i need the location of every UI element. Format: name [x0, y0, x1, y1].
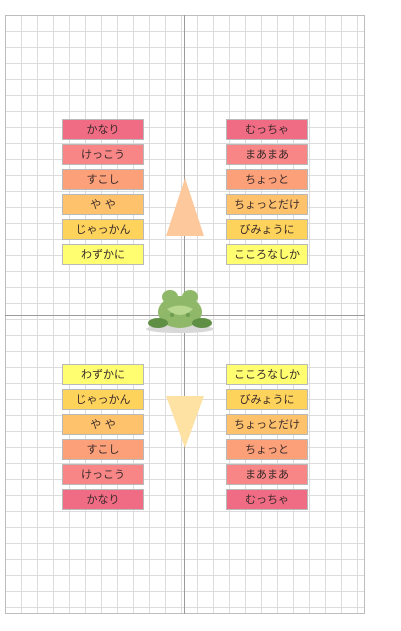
frog-leg-left — [148, 318, 168, 328]
bl-level-5[interactable]: けっこう — [62, 464, 144, 485]
tl-level-2[interactable]: けっこう — [62, 144, 144, 165]
frog-icon[interactable] — [139, 285, 221, 335]
br-level-4[interactable]: ちょっと — [226, 439, 308, 460]
tr-level-2[interactable]: まあまあ — [226, 144, 308, 165]
br-level-5[interactable]: まあまあ — [226, 464, 308, 485]
bl-level-2[interactable]: じゃっかん — [62, 389, 144, 410]
arrow-down-shape — [166, 396, 204, 448]
bl-level-3[interactable]: や や — [62, 414, 144, 435]
bl-level-6[interactable]: かなり — [62, 489, 144, 510]
arrow-up-icon — [166, 178, 204, 236]
tr-level-6[interactable]: こころなしか — [226, 244, 308, 265]
br-level-6[interactable]: むっちゃ — [226, 489, 308, 510]
tl-level-1[interactable]: かなり — [62, 119, 144, 140]
tl-level-5[interactable]: じゃっかん — [62, 219, 144, 240]
bl-level-4[interactable]: すこし — [62, 439, 144, 460]
frog-eye-right — [182, 290, 198, 304]
br-level-2[interactable]: びみょうに — [226, 389, 308, 410]
frog-spot-left — [170, 313, 174, 317]
tl-level-3[interactable]: すこし — [62, 169, 144, 190]
tr-level-5[interactable]: びみょうに — [226, 219, 308, 240]
frog-body-group — [146, 290, 214, 333]
br-level-1[interactable]: こころなしか — [226, 364, 308, 385]
tr-level-1[interactable]: むっちゃ — [226, 119, 308, 140]
frog-back-stripe — [167, 305, 193, 315]
arrow-down-icon — [166, 396, 204, 448]
br-level-3[interactable]: ちょっとだけ — [226, 414, 308, 435]
frog-spot-right — [186, 313, 190, 317]
frog-eye-left — [162, 290, 178, 304]
bl-level-1[interactable]: わずかに — [62, 364, 144, 385]
arrow-up-shape — [166, 178, 204, 236]
tl-level-4[interactable]: や や — [62, 194, 144, 215]
tr-level-3[interactable]: ちょっと — [226, 169, 308, 190]
tl-level-6[interactable]: わずかに — [62, 244, 144, 265]
tr-level-4[interactable]: ちょっとだけ — [226, 194, 308, 215]
frog-leg-right — [192, 318, 212, 328]
